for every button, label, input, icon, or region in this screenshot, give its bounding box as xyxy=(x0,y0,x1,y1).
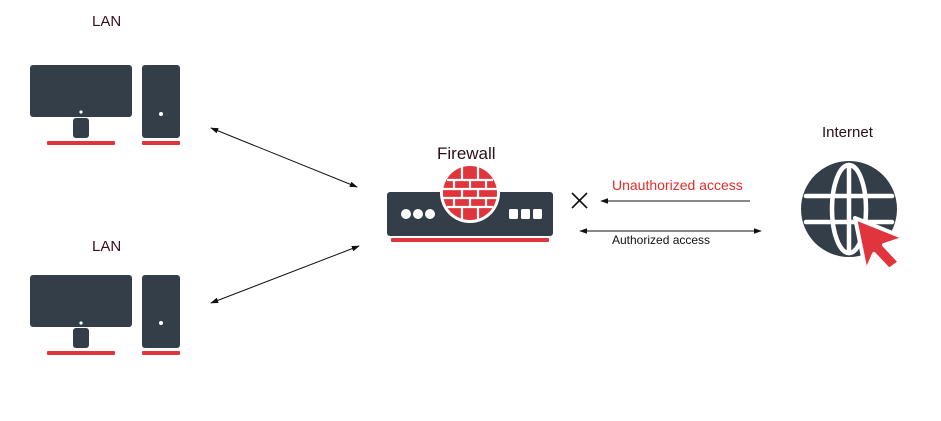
lan-computer-top xyxy=(30,65,180,145)
firewall-device xyxy=(387,163,553,242)
unauthorized-access-label: Unauthorized access xyxy=(612,177,743,193)
x-mark-icon xyxy=(571,192,588,209)
internet-label: Internet xyxy=(822,124,873,141)
authorized-access-label: Authorized access xyxy=(612,233,711,247)
lan-computer-bottom xyxy=(30,275,180,355)
desktop-computer-icon xyxy=(30,65,180,145)
lan-label-bottom: LAN xyxy=(92,238,122,255)
desktop-computer-icon xyxy=(30,275,180,355)
firewall-brick-icon xyxy=(440,163,500,223)
firewall-label: Firewall xyxy=(437,144,496,163)
lan-label-top: LAN xyxy=(92,13,122,30)
globe-cursor-icon xyxy=(801,161,907,274)
arrow-lan-bottom-firewall xyxy=(210,245,360,304)
arrow-lan-top-firewall xyxy=(210,127,358,188)
